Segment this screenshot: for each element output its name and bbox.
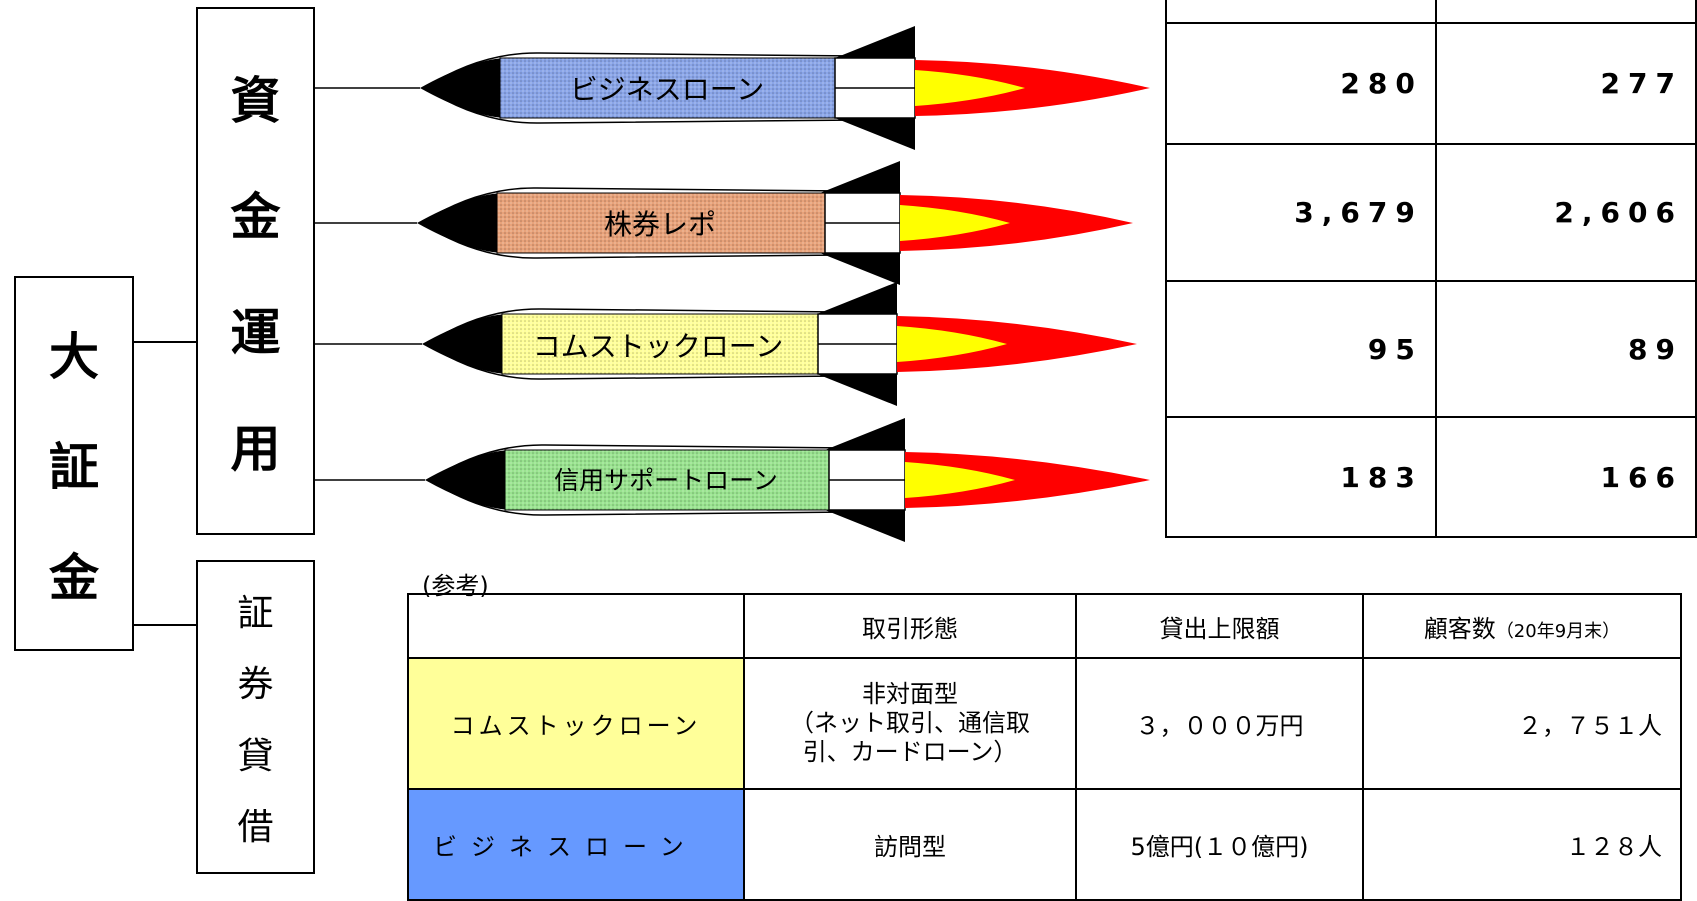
rocket-nose <box>425 450 510 510</box>
fund-management-char: 資 <box>230 72 281 130</box>
stats-cell: 183 <box>1165 416 1437 538</box>
rocket-fin-bottom <box>820 253 900 285</box>
securities-lending-char: 証 <box>237 592 274 634</box>
fund-management-char: 金 <box>230 188 281 246</box>
rocket-fin-bottom <box>835 118 915 150</box>
taishoukin-char: 金 <box>49 548 99 607</box>
ref-customers-cell: １２８人 <box>1362 788 1682 901</box>
securities-lending-char: 借 <box>237 807 274 849</box>
ref-header-cell <box>407 593 745 659</box>
ref-form-line: 訪問型 <box>874 833 946 861</box>
ref-row: ビジネスローン 訪問型 5億円(１０億円) １２８人 <box>407 788 1682 901</box>
ref-header-cell: 顧客数（20年9月末） <box>1362 593 1682 659</box>
rocket-body-texture <box>500 58 835 118</box>
ref-row: コムストックローン 非対面型 （ネット取引、通信取 引、カードローン） ３，００… <box>407 657 1682 790</box>
stats-header-cell <box>1165 0 1437 24</box>
stats-cell: 3,679 <box>1165 143 1437 282</box>
stats-cell: 280 <box>1165 22 1437 145</box>
ref-product-name-text: コムストックローン <box>450 712 702 740</box>
rocket-nose <box>417 193 502 253</box>
ref-product-name: コムストックローン <box>407 657 745 790</box>
connector-line <box>134 624 196 626</box>
ref-limit-cell: 5億円(１０億円) <box>1075 788 1364 901</box>
stats-row: 183 166 <box>1165 416 1697 538</box>
securities-lending-box: 証 券 貸 借 <box>196 560 315 874</box>
stats-row: 95 89 <box>1165 280 1697 418</box>
rocket-body-texture <box>505 450 829 510</box>
ref-header-cell: 取引形態 <box>743 593 1077 659</box>
rocket-nose <box>420 58 505 118</box>
stats-cell: 95 <box>1165 280 1437 418</box>
stats-cell: 277 <box>1434 22 1697 145</box>
stats-row: 3,679 2,606 <box>1165 143 1697 282</box>
ref-form-line: 引、カードローン） <box>802 737 1018 766</box>
fund-management-char: 運 <box>230 304 281 362</box>
stats-header-cell <box>1434 0 1697 24</box>
ref-header-customers: 顧客数 <box>1423 614 1496 643</box>
rocket-flame-core <box>897 326 1007 362</box>
ref-form-cell: 訪問型 <box>743 788 1077 901</box>
rocket-fin-bottom <box>825 510 905 542</box>
rocket-flame-core <box>905 462 1015 498</box>
ref-form-cell: 非対面型 （ネット取引、通信取 引、カードローン） <box>743 657 1077 790</box>
rocket-nose <box>422 314 507 374</box>
rocket-flame <box>900 195 1133 251</box>
rocket-fin-top <box>825 418 905 450</box>
ref-product-name-text: ビジネスローン <box>433 833 698 861</box>
rocket-flame-core <box>900 205 1010 241</box>
rocket-fin-bottom <box>817 374 897 406</box>
fund-management-char: 用 <box>230 420 281 478</box>
stats-cell: 2,606 <box>1434 143 1697 282</box>
rocket-label-stock-repo: 株券レポ <box>603 208 716 241</box>
rocket-label-comstock-loan: コムストックローン <box>532 330 784 363</box>
ref-product-name: ビジネスローン <box>407 788 745 901</box>
securities-lending-char: 貸 <box>237 735 274 777</box>
rocket-flame <box>915 60 1150 116</box>
rocket-diagram <box>315 26 1150 542</box>
rocket-body-texture <box>502 314 818 374</box>
taishoukin-box: 大 証 金 <box>14 276 134 651</box>
rocket-flame <box>897 316 1137 372</box>
connector-line <box>134 341 196 343</box>
ref-header-note: （20年9月末） <box>1495 620 1621 642</box>
rocket-fin-top <box>820 161 900 193</box>
taishoukin-char: 証 <box>49 438 99 497</box>
securities-lending-char: 券 <box>237 664 274 706</box>
taishoukin-char: 大 <box>49 328 99 387</box>
rocket-flame <box>905 452 1150 508</box>
ref-limit-cell: ３，０００万円 <box>1075 657 1364 790</box>
reference-table: 取引形態 貸出上限額 顧客数（20年9月末） コムストックローン 非対面型 （ネ… <box>407 593 1682 901</box>
rocket-label-business-loan: ビジネスローン <box>569 73 765 106</box>
stats-cell: 166 <box>1434 416 1697 538</box>
rocket-body-texture <box>497 193 825 253</box>
rocket-flame-core <box>915 70 1025 106</box>
rocket-label-credit-support-loan: 信用サポートローン <box>554 466 778 495</box>
fund-management-box: 資 金 運 用 <box>196 7 315 535</box>
rocket-fin-top <box>835 26 915 58</box>
rocket-fin-top <box>817 282 897 314</box>
stats-table: 280 277 3,679 2,606 95 89 183 166 <box>1165 0 1697 538</box>
ref-customers-cell: ２，７５１人 <box>1362 657 1682 790</box>
stats-row: 280 277 <box>1165 22 1697 145</box>
ref-form-line: （ネット取引、通信取 <box>790 709 1030 738</box>
stats-cell: 89 <box>1434 280 1697 418</box>
ref-header-cell: 貸出上限額 <box>1075 593 1364 659</box>
ref-form-line: 非対面型 <box>862 680 958 709</box>
